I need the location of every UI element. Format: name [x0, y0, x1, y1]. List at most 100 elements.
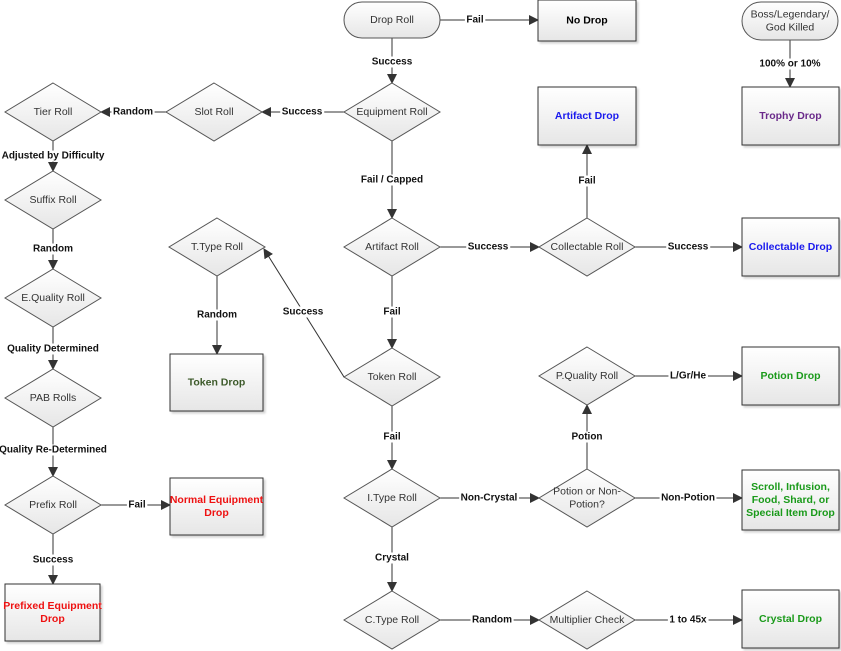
- node-label: Tier Roll: [34, 106, 73, 118]
- edge-label: Fail: [128, 500, 145, 511]
- node-multiplier-check[interactable]: Multiplier Check: [538, 590, 636, 650]
- edge-label: Random: [113, 107, 153, 118]
- edge-label-group: Crystal: [373, 552, 411, 564]
- node-label: Slot Roll: [194, 106, 233, 118]
- edge-label: Success: [282, 107, 323, 118]
- node-collectable-drop[interactable]: Collectable Drop: [741, 217, 840, 277]
- node-label: I.Type Roll: [367, 492, 417, 504]
- node-suffix-roll[interactable]: Suffix Roll: [4, 170, 102, 230]
- edge-label: Random: [197, 310, 237, 321]
- node-label: Equipment Roll: [356, 106, 427, 118]
- edge-label-group: Non-Crystal: [459, 492, 520, 504]
- edge-label-background: [666, 241, 711, 253]
- decision-diamond-shape: [343, 82, 441, 142]
- node-t-type-roll[interactable]: T.Type Roll: [168, 217, 266, 277]
- node-potion-drop[interactable]: Potion Drop: [741, 346, 840, 406]
- edge-label-group: Adjusted by Difficulty: [0, 150, 107, 162]
- outcome-box-shape: [537, 0, 637, 42]
- node-token-roll[interactable]: Token Roll: [343, 347, 441, 407]
- edge-label: Fail: [578, 176, 595, 187]
- edge-label: Adjusted by Difficulty: [2, 151, 105, 162]
- node-c-type-roll[interactable]: C.Type Roll: [343, 590, 441, 650]
- edge-label: 1 to 45x: [669, 615, 707, 626]
- decision-diamond-shape: [168, 217, 266, 277]
- node-label: Token Drop: [188, 377, 246, 389]
- node-p-quality-roll[interactable]: P.Quality Roll: [538, 346, 636, 406]
- edge-label-background: [0, 150, 107, 162]
- edge-label-background: [757, 58, 823, 70]
- node-trophy-drop[interactable]: Trophy Drop: [741, 86, 840, 146]
- edge-label-group: L/Gr/He: [668, 370, 708, 382]
- node-artifact-drop[interactable]: Artifact Drop: [537, 86, 637, 146]
- edge-label-background: [381, 306, 403, 318]
- node-label: E.Quality Roll: [21, 292, 85, 304]
- node-artifact-roll[interactable]: Artifact Roll: [343, 217, 441, 277]
- node-token-drop[interactable]: Token Drop: [169, 353, 264, 412]
- node-no-drop[interactable]: No Drop: [537, 0, 637, 42]
- decision-diamond-shape: [4, 268, 102, 328]
- edge-label-group: Fail / Capped: [359, 174, 425, 186]
- edge-label: Random: [33, 244, 73, 255]
- node-potion-or-non-potion[interactable]: Potion or Non-Potion?: [538, 468, 636, 528]
- edge-label: Success: [668, 242, 709, 253]
- edge-label-group: Fail: [381, 306, 403, 318]
- node-label: Prefix Roll: [29, 499, 77, 511]
- edge-label-background: [0, 444, 109, 456]
- decision-diamond-shape: [343, 347, 441, 407]
- outcome-box-shape: [741, 346, 840, 406]
- node-label: Artifact Roll: [365, 241, 419, 253]
- node-label: Token Roll: [367, 371, 416, 383]
- node-tier-roll[interactable]: Tier Roll: [4, 82, 102, 142]
- node-label: Prefixed Equipment: [3, 600, 102, 612]
- decision-diamond-shape: [343, 468, 441, 528]
- edge-label: Quality Determined: [7, 344, 99, 355]
- edge-label: 100% or 10%: [759, 59, 820, 70]
- node-boss-killed[interactable]: Boss/Legendary/God Killed: [741, 1, 839, 41]
- node-e-quality-roll[interactable]: E.Quality Roll: [4, 268, 102, 328]
- node-misc-drop[interactable]: Scroll, Infusion,Food, Shard, orSpecial …: [741, 469, 840, 531]
- edge-label-group: Success: [280, 106, 325, 118]
- node-drop-roll[interactable]: Drop Roll: [343, 1, 441, 39]
- outcome-box-shape: [4, 583, 101, 642]
- node-label: Food, Shard, or: [752, 494, 830, 506]
- node-crystal-drop[interactable]: Crystal Drop: [741, 589, 840, 649]
- edge-label-background: [659, 492, 717, 504]
- outcome-box-shape: [741, 589, 840, 649]
- node-label: Collectable Drop: [749, 241, 832, 253]
- node-label: Multiplier Check: [550, 614, 625, 626]
- node-collectable-roll[interactable]: Collectable Roll: [538, 217, 636, 277]
- edge-label: Random: [472, 615, 512, 626]
- outcome-box-shape: [169, 477, 264, 536]
- node-pab-rolls[interactable]: PAB Rolls: [4, 368, 102, 428]
- decision-diamond-shape: [343, 217, 441, 277]
- node-label: P.Quality Roll: [556, 370, 618, 382]
- node-prefix-roll[interactable]: Prefix Roll: [4, 475, 102, 535]
- edge-label-background: [126, 499, 148, 511]
- node-label: Scroll, Infusion,: [751, 481, 830, 493]
- node-slot-roll[interactable]: Slot Roll: [165, 82, 263, 142]
- edge-label-group: Success: [666, 241, 711, 253]
- terminator-pill-shape: [343, 1, 441, 39]
- edge-label-group: Random: [31, 243, 75, 255]
- edge-label-group: Random: [195, 309, 239, 321]
- node-label: Artifact Drop: [555, 110, 619, 122]
- edge-label-group: Fail: [381, 431, 403, 443]
- edge-label-background: [668, 370, 708, 382]
- decision-diamond-shape: [165, 82, 263, 142]
- node-i-type-roll[interactable]: I.Type Roll: [343, 468, 441, 528]
- decision-diamond-shape: [4, 475, 102, 535]
- outcome-box-shape: [741, 217, 840, 277]
- edge-label-background: [569, 431, 605, 443]
- edge-label-background: [381, 431, 403, 443]
- node-label: Trophy Drop: [759, 110, 821, 122]
- node-label: Drop Roll: [370, 14, 414, 26]
- node-label: Suffix Roll: [29, 194, 76, 206]
- node-label: Potion Drop: [760, 370, 820, 382]
- node-label: C.Type Roll: [365, 614, 419, 626]
- node-label: Special Item Drop: [746, 507, 835, 519]
- edge-label-background: [373, 552, 411, 564]
- node-equipment-roll[interactable]: Equipment Roll: [343, 82, 441, 142]
